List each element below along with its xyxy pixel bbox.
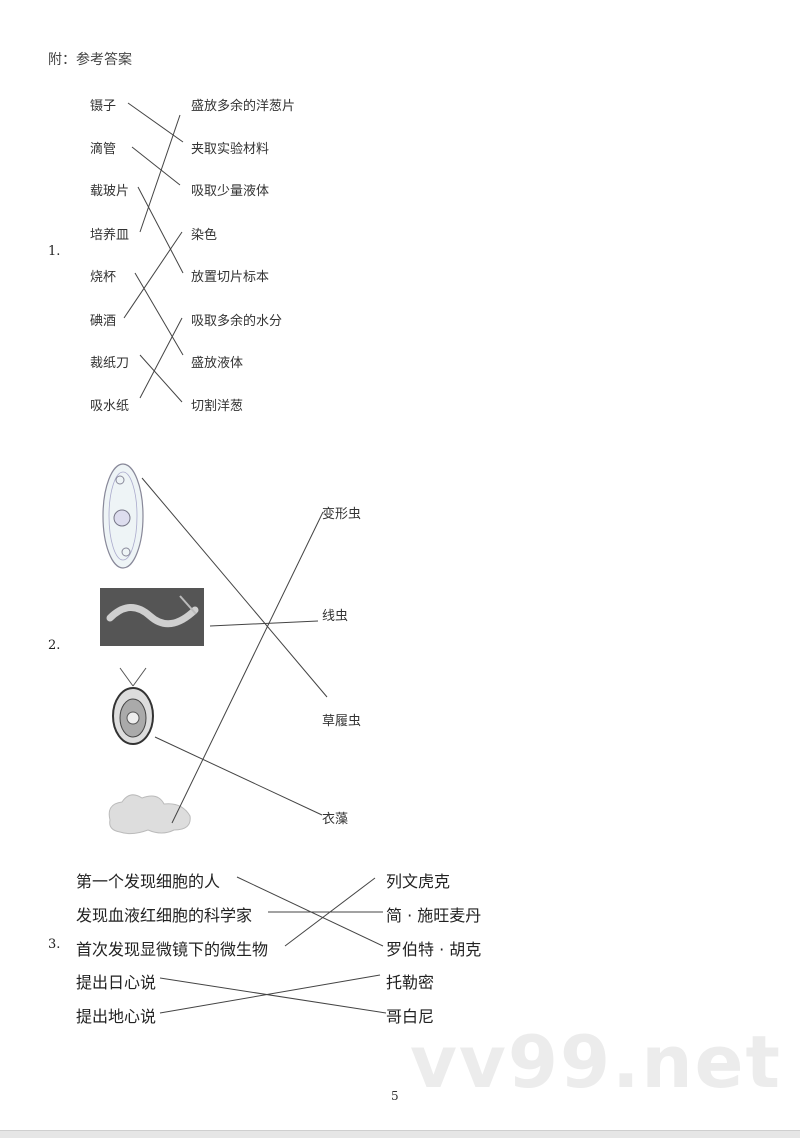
q1-right-item: 切割洋葱 — [191, 399, 244, 414]
q3-left-item: 提出地心说 — [76, 1007, 157, 1026]
q2-right-item: 线虫 — [322, 609, 349, 624]
q1-right-item: 放置切片标本 — [191, 270, 270, 285]
question-2-number: 2. — [48, 638, 61, 653]
q1-left-item: 裁纸刀 — [90, 356, 130, 371]
match-line — [123, 231, 183, 319]
q1-left-item: 滴管 — [90, 142, 117, 157]
q1-left-item: 碘酒 — [90, 314, 117, 329]
match-line — [137, 186, 184, 274]
match-line — [284, 877, 376, 947]
match-line — [139, 114, 181, 233]
q1-right-item: 吸取多余的水分 — [191, 314, 283, 329]
q1-right-item: 夹取实验材料 — [191, 142, 270, 157]
q3-left-item: 首次发现显微镜下的微生物 — [76, 940, 269, 959]
q1-right-item: 染色 — [191, 228, 218, 243]
match-line — [134, 272, 184, 356]
question-3-number: 3. — [48, 937, 61, 952]
match-line — [141, 477, 328, 698]
page-bottom-border — [0, 1130, 800, 1138]
section-header: 附：参考答案 — [48, 52, 132, 68]
chlamydomonas-image — [112, 667, 154, 745]
paramecium-image — [102, 463, 144, 569]
q2-right-item: 变形虫 — [322, 507, 362, 522]
q3-right-item: 罗伯特 · 胡克 — [386, 940, 482, 959]
q1-left-item: 载玻片 — [90, 184, 130, 199]
watermark: vv99.net — [410, 1020, 782, 1104]
page-number: 5 — [391, 1089, 399, 1103]
q1-right-item: 盛放多余的洋葱片 — [191, 99, 296, 114]
q1-left-item: 培养皿 — [90, 228, 130, 243]
q1-right-item: 吸取少量液体 — [191, 184, 270, 199]
match-line — [154, 736, 323, 816]
match-line — [159, 974, 381, 1014]
match-line — [131, 146, 181, 186]
q1-left-item: 吸水纸 — [90, 399, 130, 414]
q3-left-item: 发现血液红细胞的科学家 — [76, 906, 253, 925]
amoeba-image — [108, 794, 191, 835]
q2-right-item: 衣藻 — [322, 812, 349, 827]
q3-left-item: 提出日心说 — [76, 973, 157, 992]
q3-left-item: 第一个发现细胞的人 — [76, 872, 221, 891]
match-line — [139, 317, 183, 399]
q1-left-item: 镊子 — [90, 99, 117, 114]
nematode-image — [100, 588, 204, 646]
match-line — [209, 620, 319, 627]
match-line — [159, 977, 387, 1014]
match-line — [171, 511, 324, 824]
q1-right-item: 盛放液体 — [191, 356, 244, 371]
q3-right-item: 列文虎克 — [386, 872, 451, 891]
match-line — [127, 102, 184, 143]
q3-right-item: 哥白尼 — [386, 1007, 435, 1026]
q1-left-item: 烧杯 — [90, 270, 117, 285]
q3-right-item: 简 · 施旺麦丹 — [386, 906, 482, 925]
match-line — [139, 354, 183, 403]
question-1-number: 1. — [48, 244, 61, 259]
q2-right-item: 草履虫 — [322, 714, 362, 729]
q3-right-item: 托勒密 — [386, 973, 435, 992]
